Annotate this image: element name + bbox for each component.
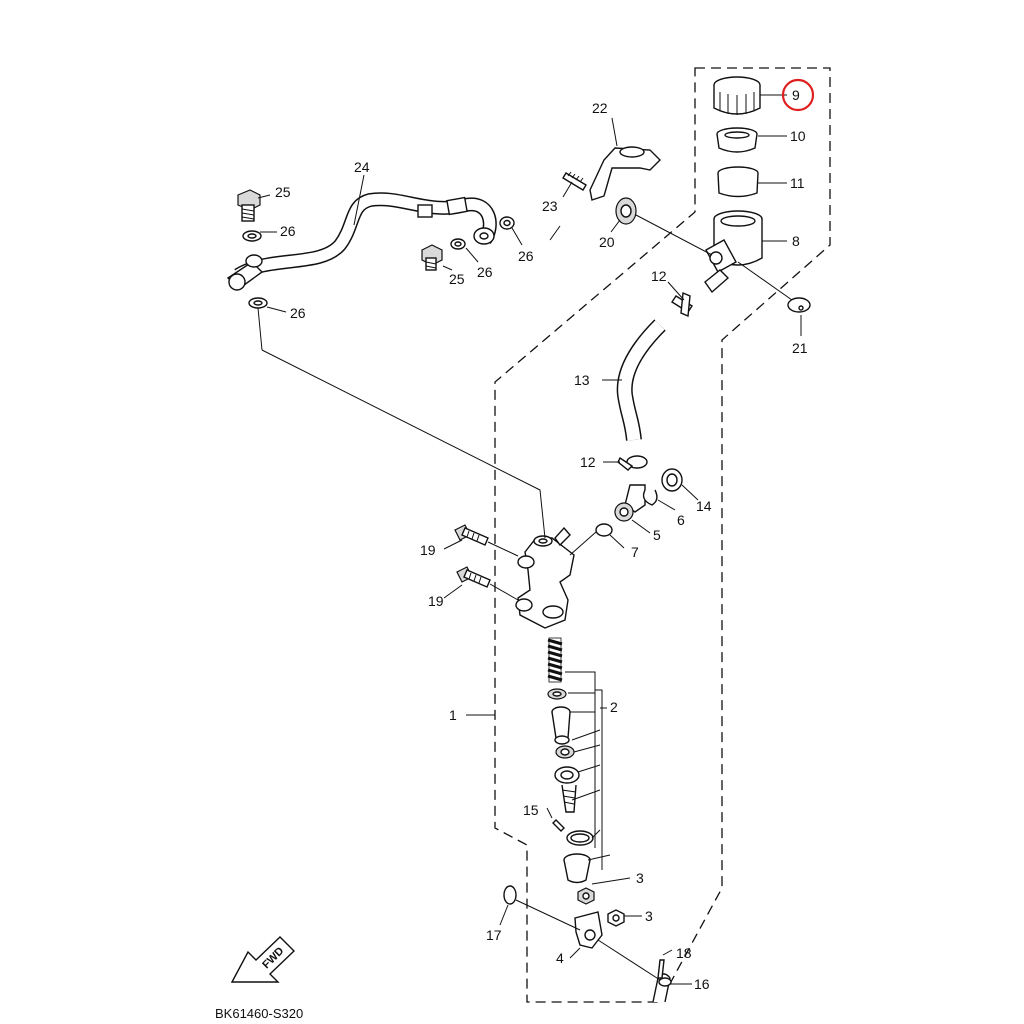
callout-22: 22 bbox=[592, 100, 608, 116]
callout-8: 8 bbox=[792, 233, 800, 249]
callout-9: 9 bbox=[792, 87, 800, 103]
reservoir-assembly bbox=[562, 76, 811, 313]
callout-17: 17 bbox=[486, 927, 502, 943]
callout-19b: 19 bbox=[428, 593, 444, 609]
piston-kit bbox=[547, 637, 594, 884]
callout-13: 13 bbox=[574, 372, 590, 388]
callout-12b: 12 bbox=[580, 454, 596, 470]
callout-26d: 26 bbox=[518, 248, 534, 264]
leader-lines bbox=[257, 94, 802, 985]
highlight-circle bbox=[781, 78, 815, 112]
callout-25a: 25 bbox=[275, 184, 291, 200]
callout-25b: 25 bbox=[449, 271, 465, 287]
callout-16: 16 bbox=[694, 976, 710, 992]
callout-4: 4 bbox=[556, 950, 564, 966]
inlet-fittings bbox=[595, 468, 683, 537]
diagram-code: BK61460-S320 bbox=[215, 1006, 303, 1021]
callout-24: 24 bbox=[354, 159, 370, 175]
callout-labels: 1 2 3 3 4 5 6 7 8 9 10 11 12 12 13 14 15… bbox=[275, 87, 808, 992]
callout-3a: 3 bbox=[636, 870, 644, 886]
callout-21: 21 bbox=[792, 340, 808, 356]
assembly-boundary bbox=[494, 67, 831, 1003]
callout-26c: 26 bbox=[477, 264, 493, 280]
callout-10: 10 bbox=[790, 128, 806, 144]
callout-18: 18 bbox=[676, 945, 692, 961]
callout-3b: 3 bbox=[645, 908, 653, 924]
callout-15: 15 bbox=[523, 802, 539, 818]
callout-1: 1 bbox=[449, 707, 457, 723]
fwd-arrow-icon: FWD bbox=[230, 936, 296, 983]
callout-14: 14 bbox=[696, 498, 712, 514]
master-cylinder bbox=[454, 524, 575, 629]
callout-19a: 19 bbox=[420, 542, 436, 558]
callout-11: 11 bbox=[790, 175, 805, 191]
callout-7: 7 bbox=[631, 544, 639, 560]
callout-26b: 26 bbox=[290, 305, 306, 321]
callout-23: 23 bbox=[542, 198, 558, 214]
callout-6: 6 bbox=[677, 512, 685, 528]
callout-12a: 12 bbox=[651, 268, 667, 284]
reservoir-hose bbox=[616, 291, 693, 471]
callout-20: 20 bbox=[599, 234, 615, 250]
callout-26a: 26 bbox=[280, 223, 296, 239]
callout-2: 2 bbox=[610, 699, 618, 715]
pushrod-assembly bbox=[503, 885, 672, 1003]
hose-assembly bbox=[226, 189, 515, 309]
callout-5: 5 bbox=[653, 527, 661, 543]
